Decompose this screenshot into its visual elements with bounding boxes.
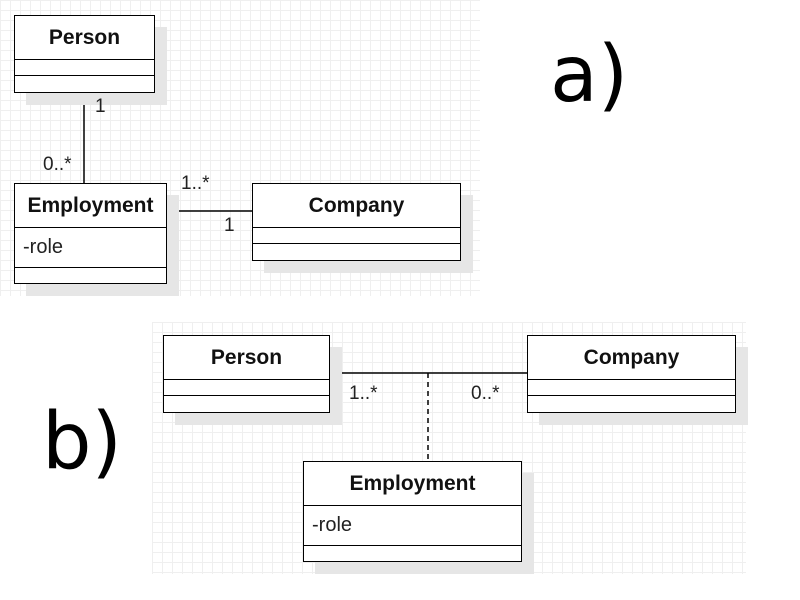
multiplicity-person-end: 1..* (349, 383, 378, 404)
multiplicity-company-end: 0..* (471, 383, 500, 404)
section-label-a: a) (550, 30, 629, 120)
operations-compartment (15, 76, 154, 92)
class-name-person: Person (164, 336, 329, 380)
attributes-compartment (164, 380, 329, 396)
operations-compartment (304, 546, 521, 560)
attribute-role: -role (312, 514, 353, 536)
operations-compartment (164, 396, 329, 412)
class-name-company: Company (528, 336, 735, 380)
attributes-compartment (253, 228, 460, 244)
attributes-compartment (15, 60, 154, 76)
operations-compartment (253, 244, 460, 260)
operations-compartment (15, 268, 166, 282)
class-name-employment: Employment (15, 184, 166, 228)
class-name-employment: Employment (304, 462, 521, 506)
section-label-b: b) (42, 397, 122, 487)
class-person-b[interactable]: Person (163, 335, 330, 413)
multiplicity-employment-person-end: 0..* (43, 154, 72, 175)
class-person-a[interactable]: Person (14, 15, 155, 93)
attribute-role: -role (23, 236, 64, 258)
multiplicity-person-end: 1 (95, 96, 106, 117)
attributes-compartment: -role (15, 228, 166, 268)
class-employment-a[interactable]: Employment -role (14, 183, 167, 284)
class-company-b[interactable]: Company (527, 335, 736, 413)
class-name-person: Person (15, 16, 154, 60)
multiplicity-company-end: 1 (224, 215, 235, 236)
attributes-compartment: -role (304, 506, 521, 546)
association-class-employment-b[interactable]: Employment -role (303, 461, 522, 562)
class-name-company: Company (253, 184, 460, 228)
operations-compartment (528, 396, 735, 412)
multiplicity-employment-company-end: 1..* (181, 173, 210, 194)
class-company-a[interactable]: Company (252, 183, 461, 261)
attributes-compartment (528, 380, 735, 396)
